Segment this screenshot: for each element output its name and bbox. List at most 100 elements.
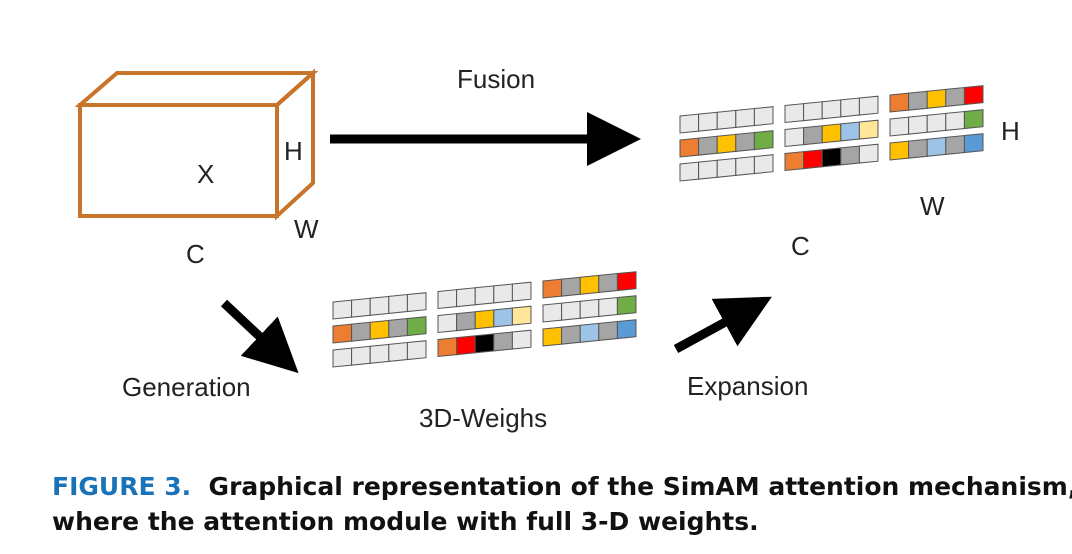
- arrows: [220, 112, 772, 374]
- weight-cell: [579, 298, 600, 319]
- weight-cell: [735, 108, 755, 128]
- input-feature-cube: [74, 68, 319, 221]
- weight-cell: [456, 335, 476, 356]
- weight-cell: [945, 135, 965, 155]
- weight-cell: [698, 135, 718, 156]
- weight-cell: [840, 97, 860, 118]
- weight-cell: [332, 323, 353, 344]
- weight-cell: [908, 90, 928, 111]
- weight-cell: [616, 319, 637, 340]
- weight-cell: [945, 87, 965, 107]
- weight-cell: [945, 111, 965, 131]
- weight-cell: [332, 299, 353, 320]
- weight-cell: [369, 319, 390, 340]
- weight-cell: [840, 121, 860, 142]
- weight-cell: [908, 138, 928, 159]
- figure-number: FIGURE 3.: [52, 472, 192, 501]
- weight-cell: [579, 322, 600, 343]
- weight-cell: [926, 112, 947, 133]
- weight-cell: [493, 307, 513, 328]
- weight-cell: [963, 85, 984, 106]
- weight-cell: [753, 106, 774, 127]
- weight-cell: [456, 287, 476, 308]
- weight-cell: [908, 114, 928, 135]
- expansion-label: Expansion: [687, 371, 809, 401]
- weight-cell: [821, 99, 842, 120]
- weight-cell: [963, 109, 984, 130]
- weight-cell: [716, 133, 737, 154]
- weight-cell: [351, 345, 371, 366]
- weight-cell: [388, 318, 408, 338]
- weight-cell: [616, 295, 637, 316]
- weight-cell: [542, 278, 563, 299]
- weight-cell: [716, 157, 737, 178]
- cube-x-label: X: [197, 159, 215, 189]
- weight-cell: [511, 305, 532, 326]
- weight-cell: [889, 140, 910, 161]
- weight-cell: [474, 285, 495, 306]
- weight-cell: [840, 145, 860, 166]
- weights-label: 3D-Weighs: [419, 403, 548, 433]
- weight-cell: [351, 321, 371, 342]
- weight-cell: [963, 133, 984, 154]
- generation-arrow: [220, 299, 299, 374]
- weight-cell: [388, 342, 408, 362]
- weight-cell: [542, 326, 563, 347]
- weight-cell: [803, 149, 823, 170]
- weight-cell: [735, 156, 755, 176]
- weight-cell: [803, 125, 823, 146]
- weight-cell: [456, 311, 476, 332]
- weight-cell: [493, 331, 513, 352]
- fusion-label: Fusion: [457, 64, 536, 94]
- cube-top-face: [74, 71, 319, 107]
- weight-cell: [561, 324, 581, 345]
- weight-cell: [406, 340, 427, 361]
- weight-cell: [858, 95, 879, 116]
- cube-h-label: H: [284, 136, 303, 166]
- weight-cell: [579, 274, 600, 295]
- weight-cell: [561, 276, 581, 297]
- cube-side-face: [275, 68, 315, 221]
- weight-cell: [698, 111, 718, 132]
- weight-cell: [858, 119, 879, 140]
- weight-cell: [803, 101, 823, 122]
- weight-cell: [821, 123, 842, 144]
- weight-cell: [784, 151, 805, 172]
- figure-caption-line1: FIGURE 3. Graphical representation of th…: [52, 474, 1072, 499]
- weight-cell: [598, 321, 618, 341]
- weight-cell: [926, 136, 947, 157]
- weight-cell: [369, 343, 390, 364]
- weight-cell: [679, 161, 700, 182]
- weight-cell: [511, 281, 532, 302]
- weight-cell: [679, 137, 700, 158]
- weight-cell: [679, 113, 700, 134]
- weight-cell: [735, 132, 755, 152]
- weight-cell: [753, 154, 774, 175]
- weight-cell: [889, 116, 910, 137]
- weight-cell: [616, 271, 637, 292]
- weight-cell: [406, 292, 427, 313]
- weight-cell: [926, 88, 947, 109]
- figure-caption-line2: where the attention module with full 3-D…: [52, 507, 759, 536]
- weight-cell: [351, 297, 371, 318]
- weight-cell: [698, 159, 718, 180]
- fused-output-grid: [679, 85, 984, 182]
- weight-cell: [406, 316, 427, 337]
- weight-cell: [511, 329, 532, 350]
- weight-cell: [437, 337, 458, 358]
- weight-cell: [784, 103, 805, 124]
- weight-cell: [753, 130, 774, 151]
- output-h-label: H: [1001, 116, 1020, 146]
- weight-cell: [889, 92, 910, 113]
- weight-cell: [784, 127, 805, 148]
- output-w-label: W: [920, 191, 945, 221]
- weights-3d-grid: [332, 271, 637, 368]
- output-c-label: C: [791, 231, 810, 261]
- weight-cell: [542, 302, 563, 323]
- weight-cell: [598, 297, 618, 317]
- weight-cell: [437, 313, 458, 334]
- cube-front-face: [78, 103, 279, 218]
- weight-cell: [598, 273, 618, 293]
- weight-cell: [858, 143, 879, 164]
